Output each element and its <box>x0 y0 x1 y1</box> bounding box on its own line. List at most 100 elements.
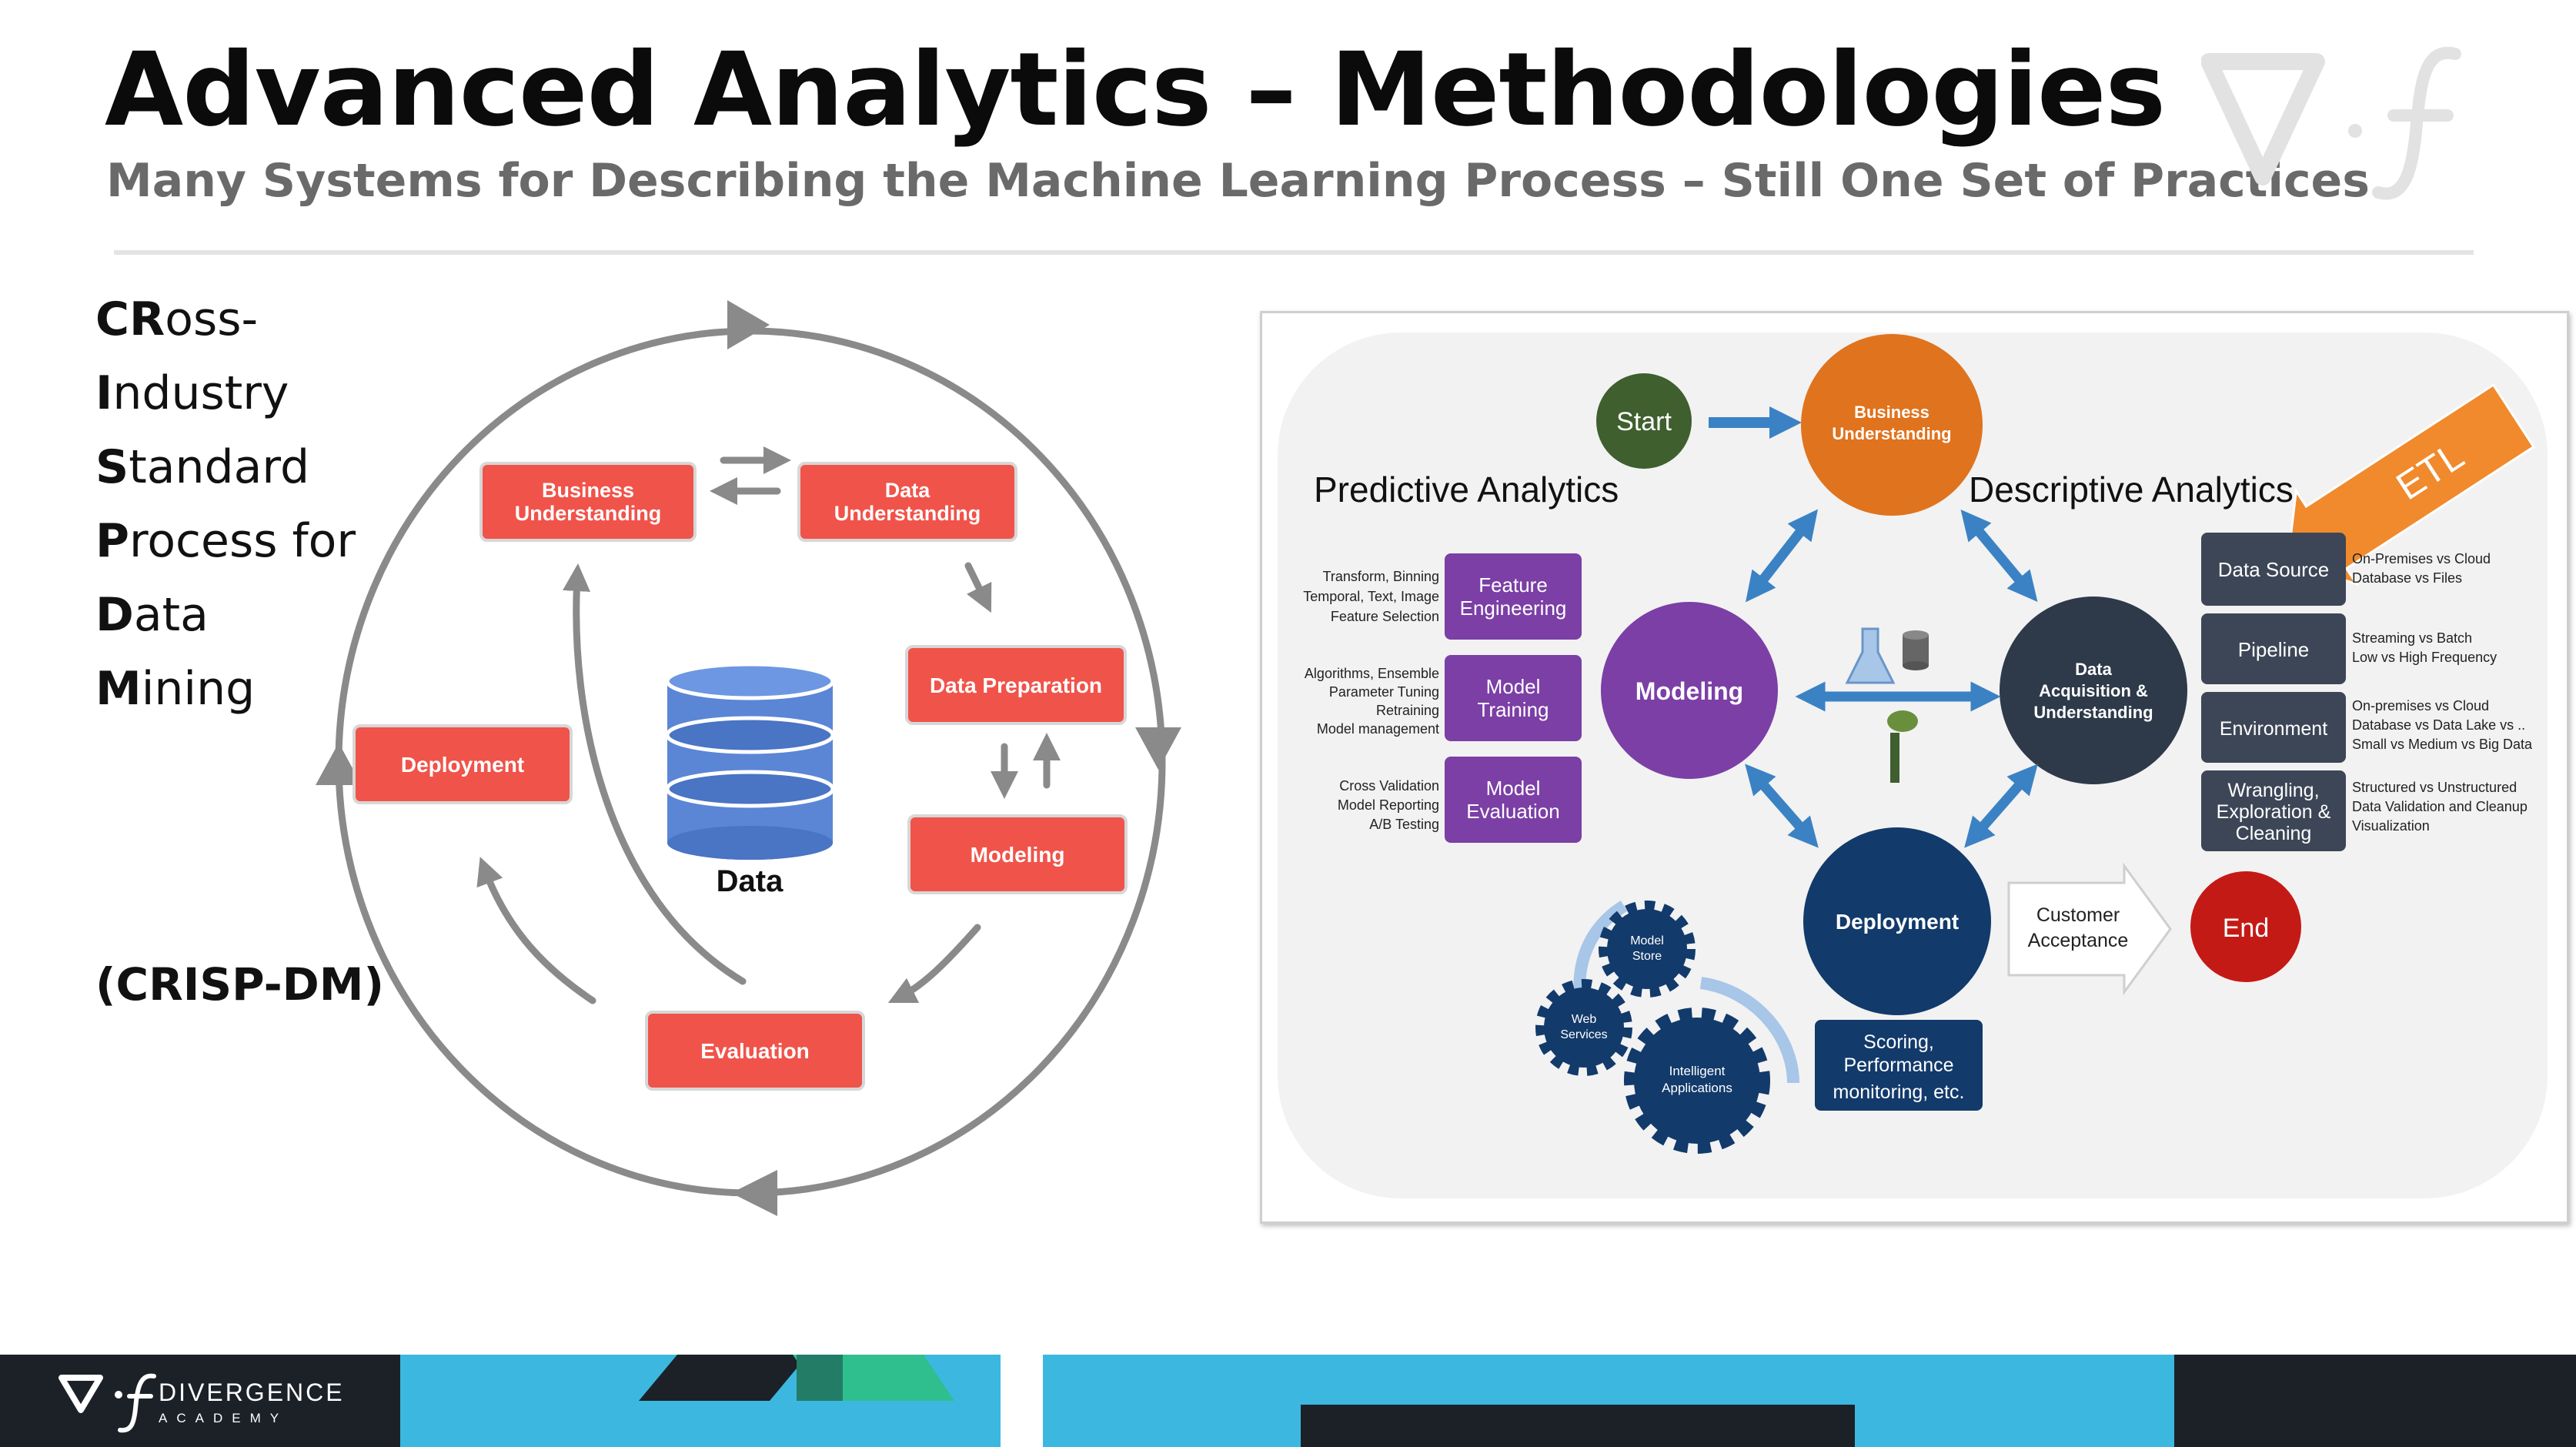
svg-text:Wrangling,: Wrangling, <box>2227 780 2319 801</box>
divergence-logo-watermark <box>2201 46 2461 200</box>
svg-text:Evaluation: Evaluation <box>700 1039 810 1063</box>
lab-flask-icon <box>1845 627 1896 684</box>
svg-text:Deployment: Deployment <box>401 753 524 777</box>
data-source-box[interactable]: Data Source <box>2201 533 2346 606</box>
web-services-gear-icon: Web Services <box>1535 979 1632 1076</box>
database-small-icon <box>1903 630 1929 670</box>
wrangling-note-2: Data Validation and Cleanup <box>2352 799 2528 814</box>
svg-text:Business: Business <box>1854 403 1929 422</box>
svg-text:Acquisition &: Acquisition & <box>2039 681 2148 700</box>
box-modeling[interactable]: Modeling <box>907 814 1128 894</box>
svg-text:Exploration &: Exploration & <box>2217 801 2331 823</box>
evaluation-note-1: Cross Validation <box>1339 778 1439 794</box>
plant-icon <box>1887 710 1918 783</box>
footer-brand: DIVERGENCE <box>159 1378 345 1406</box>
env-note-3: Small vs Medium vs Big Data <box>2352 737 2533 752</box>
wrangling-note-1: Structured vs Unstructured <box>2352 780 2517 795</box>
acronym-line-process: Process for <box>95 514 356 568</box>
customer-acceptance-arrow: Customer Acceptance <box>2007 862 2172 996</box>
footer-subbrand: ACADEMY <box>159 1411 288 1425</box>
end-node <box>2190 871 2301 982</box>
svg-text:Environment: Environment <box>2220 718 2327 740</box>
arrow-model-to-eval <box>887 924 981 1004</box>
svg-text:Model: Model <box>1486 675 1541 698</box>
footer-logo <box>58 1373 156 1433</box>
scoring-box: Scoring, Performance monitoring, etc. <box>1815 1020 1983 1111</box>
box-data-preparation[interactable]: Data Preparation <box>905 645 1127 725</box>
env-note-1: On-premises vs Cloud <box>2352 698 2489 713</box>
descriptive-analytics-title: Descriptive Analytics <box>1969 470 2294 510</box>
svg-text:Modeling: Modeling <box>971 843 1065 867</box>
acronym-line-mining: Mining <box>95 662 256 716</box>
feature-engineering-box[interactable]: Feature Engineering <box>1445 553 1582 640</box>
feature-note-3: Feature Selection <box>1331 609 1439 624</box>
svg-text:Data: Data <box>2075 660 2112 679</box>
svg-text:Training: Training <box>1478 698 1549 721</box>
business-understanding-node <box>1801 334 1983 516</box>
crisp-dm-abbreviation: (CRISP-DM) <box>95 958 385 1011</box>
analytics-process-diagram: Start Business Understanding Predictive … <box>1278 333 2548 1198</box>
arrow-business-modeling <box>1746 509 1818 603</box>
pipeline-box[interactable]: Pipeline <box>2201 613 2346 684</box>
arrow-dataacq-deployment <box>1964 764 2038 848</box>
svg-text:Model: Model <box>1630 934 1664 947</box>
training-note-1: Algorithms, Ensemble <box>1305 666 1439 681</box>
svg-text:Web: Web <box>1572 1013 1597 1026</box>
svg-text:Start: Start <box>1616 407 1672 436</box>
box-evaluation[interactable]: Evaluation <box>645 1011 865 1091</box>
model-training-box[interactable]: Model Training <box>1445 655 1582 741</box>
svg-text:Evaluation: Evaluation <box>1466 800 1559 823</box>
data-acquisition-node <box>2000 597 2187 784</box>
svg-text:monitoring, etc.: monitoring, etc. <box>1833 1081 1965 1103</box>
svg-text:Understanding: Understanding <box>834 502 981 525</box>
wrangling-box[interactable]: Wrangling, Exploration & Cleaning <box>2201 770 2346 851</box>
svg-text:Model: Model <box>1486 777 1541 800</box>
intelligent-applications-gear-icon: Intelligent Applications <box>1624 1008 1770 1154</box>
svg-text:Business: Business <box>542 479 634 502</box>
svg-text:Store: Store <box>1632 950 1662 963</box>
svg-text:Feature: Feature <box>1478 573 1548 597</box>
env-note-2: Database vs Data Lake vs .. <box>2352 717 2525 733</box>
slide-subtitle: Many Systems for Describing the Machine … <box>106 154 2370 208</box>
svg-text:End: End <box>2223 914 2270 943</box>
box-data-understanding[interactable]: Data Understanding <box>797 462 1017 542</box>
source-note-2: Database vs Files <box>2352 570 2462 586</box>
svg-text:Deployment: Deployment <box>1836 910 1959 934</box>
svg-text:Customer: Customer <box>2036 904 2120 926</box>
ring-arrow-top <box>727 300 770 349</box>
acronym-line-standard: Standard <box>95 440 310 494</box>
crisp-dm-diagram: Data Business Understanding Data Underst… <box>316 300 1181 1216</box>
arrow-eval-to-bu <box>563 563 747 985</box>
slide-title: Advanced Analytics – Methodologies <box>105 31 2166 149</box>
svg-text:Data Preparation: Data Preparation <box>930 673 1102 697</box>
start-node <box>1596 373 1692 469</box>
acronym-line-cross: CRoss- <box>95 292 259 346</box>
deployment-node <box>1803 827 1991 1015</box>
acronym-line-data: Data <box>95 588 209 642</box>
modeling-node <box>1601 602 1778 779</box>
database-icon <box>665 662 835 860</box>
box-deployment[interactable]: Deployment <box>352 724 573 804</box>
svg-text:Services: Services <box>1560 1028 1607 1041</box>
feature-note-2: Temporal, Text, Image <box>1303 589 1439 604</box>
svg-text:Data Source: Data Source <box>2218 558 2330 581</box>
svg-text:Modeling: Modeling <box>1635 677 1743 705</box>
arrow-du-to-prep <box>964 562 992 613</box>
svg-text:Cleaning: Cleaning <box>2236 823 2312 844</box>
training-note-2: Parameter Tuning <box>1329 684 1439 700</box>
box-business-understanding[interactable]: Business Understanding <box>479 462 697 542</box>
etl-arrow: ETL <box>2286 383 2536 586</box>
model-evaluation-box[interactable]: Model Evaluation <box>1445 757 1582 843</box>
ring-arrow-right <box>1135 727 1181 770</box>
evaluation-note-2: Model Reporting <box>1338 797 1439 813</box>
svg-text:Understanding: Understanding <box>515 502 662 525</box>
svg-text:Data: Data <box>885 479 931 502</box>
title-divider <box>114 250 2474 255</box>
ring-arrow-left <box>316 743 362 785</box>
svg-text:Applications: Applications <box>1662 1081 1732 1095</box>
svg-text:Acceptance: Acceptance <box>2028 930 2129 951</box>
training-note-4: Model management <box>1317 721 1439 737</box>
environment-box[interactable]: Environment <box>2201 692 2346 763</box>
source-note-1: On-Premises vs Cloud <box>2352 551 2491 566</box>
svg-text:Scoring,: Scoring, <box>1863 1031 1934 1053</box>
